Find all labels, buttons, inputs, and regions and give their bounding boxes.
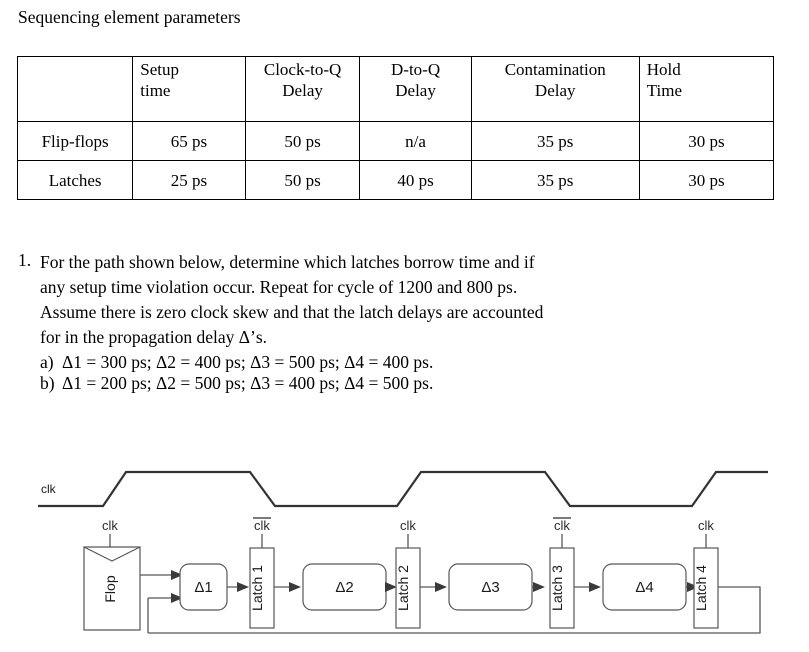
header-cell-clock-to-q-delay: Clock-to-Q Delay xyxy=(244,56,361,122)
delay-block-4[interactable]: Δ4 xyxy=(602,563,687,611)
header-cell-blank xyxy=(16,56,134,122)
flop-clk-label: clk xyxy=(102,518,118,533)
latch4-box[interactable] xyxy=(693,547,719,629)
subitem-label: a) xyxy=(40,352,54,372)
delay-block-3[interactable]: Δ3 xyxy=(448,563,533,611)
latch-block-2[interactable]: clk Latch 2 xyxy=(395,518,421,629)
latch-block-4[interactable]: clk Latch 4 xyxy=(693,518,719,629)
arrow-icon xyxy=(385,582,397,592)
latch3-label: Latch 3 xyxy=(549,565,565,611)
wire-delay2-to-latch2 xyxy=(385,582,397,592)
header-cell-hold-time: Hold Time xyxy=(638,56,775,122)
row-label-latches: Latches xyxy=(16,160,134,200)
flop-block[interactable]: clk Flop xyxy=(83,518,141,631)
header-cell-contamination-delay: Contamination Delay xyxy=(470,56,640,122)
wire-delay1-to-latch1 xyxy=(227,582,249,592)
wire-latch3-to-delay4 xyxy=(574,582,601,592)
question-block: 1. For the path shown below, determine w… xyxy=(18,250,778,394)
latch3-box[interactable] xyxy=(549,547,575,629)
cell-latches-hold-time: 30 ps xyxy=(638,160,775,200)
question-body: For the path shown below, determine whic… xyxy=(40,250,778,394)
delay1-label: Δ1 xyxy=(194,579,212,596)
latch-block-1[interactable]: clk Latch 1 xyxy=(249,517,275,629)
latch3-clk-label: clk xyxy=(554,518,570,533)
table-row: Latches 25 ps 50 ps 40 ps 35 ps 30 ps xyxy=(16,160,775,200)
question-subitems: a) Δ1 = 300 ps; Δ2 = 400 ps; Δ3 = 500 ps… xyxy=(40,352,778,394)
header-line: time xyxy=(140,81,171,100)
clock-waveform-label: clk xyxy=(41,482,57,496)
latch1-label: Latch 1 xyxy=(249,565,265,611)
subitem-label: b) xyxy=(40,373,55,393)
header-line: Contamination xyxy=(504,60,606,79)
feedback-wire xyxy=(148,586,761,634)
table-header-row: Setup time Clock-to-Q Delay D-to-Q Delay… xyxy=(16,56,775,122)
question-line: for in the propagation delay Δ’s. xyxy=(40,327,268,347)
latch4-label: Latch 4 xyxy=(693,565,709,611)
arrow-icon xyxy=(237,582,249,592)
header-line: Delay xyxy=(395,81,436,100)
header-line: Delay xyxy=(534,81,576,100)
cell-flip-flops-setup-time: 65 ps xyxy=(132,121,246,161)
wire-latch2-to-delay3 xyxy=(420,582,447,592)
header-line: D-to-Q xyxy=(391,60,441,79)
clock-waveform: clk xyxy=(38,470,768,508)
cell-latches-clock-to-q-delay: 50 ps xyxy=(244,160,361,200)
header-line: Clock-to-Q xyxy=(263,60,342,79)
sequencing-parameters-table: Setup time Clock-to-Q Delay D-to-Q Delay… xyxy=(16,56,775,200)
feedback-path xyxy=(148,586,761,634)
header-line: Delay xyxy=(282,81,323,100)
arrow-icon xyxy=(435,582,447,592)
cell-flip-flops-clock-to-q-delay: 50 ps xyxy=(244,121,361,161)
delay-block-1[interactable]: Δ1 xyxy=(179,563,228,611)
latch-block-3[interactable]: clk Latch 3 xyxy=(549,517,575,629)
page-title: Sequencing element parameters xyxy=(18,7,241,27)
subitem-b: b) Δ1 = 200 ps; Δ2 = 500 ps; Δ3 = 400 ps… xyxy=(40,373,778,394)
latch1-clk-label: clk xyxy=(254,518,270,533)
arrow-icon xyxy=(687,582,699,592)
latch2-box[interactable] xyxy=(395,547,421,629)
cell-latches-setup-time: 25 ps xyxy=(132,160,246,200)
subitem-text: Δ1 = 300 ps; Δ2 = 400 ps; Δ3 = 500 ps; Δ… xyxy=(62,352,434,372)
latch1-box[interactable] xyxy=(249,547,275,629)
row-label-flip-flops: Flip-flops xyxy=(16,121,134,161)
header-cell-setup-time: Setup time xyxy=(132,56,246,122)
cell-latches-contamination-delay: 35 ps xyxy=(470,160,640,200)
cell-flip-flops-d-to-q-delay: n/a xyxy=(359,121,472,161)
question-line: any setup time violation occur. Repeat f… xyxy=(40,277,518,297)
delay3-label: Δ3 xyxy=(481,579,499,596)
arrow-icon xyxy=(171,593,183,603)
subitem-a: a) Δ1 = 300 ps; Δ2 = 400 ps; Δ3 = 500 ps… xyxy=(40,352,778,373)
arrow-icon xyxy=(171,570,183,580)
timing-path-figure: clk clk Flop Δ1 clk xyxy=(0,432,809,652)
flop-label: Flop xyxy=(102,575,118,602)
cell-flip-flops-contamination-delay: 35 ps xyxy=(470,121,640,161)
question-line: For the path shown below, determine whic… xyxy=(40,252,535,272)
clock-waveform-trace xyxy=(38,470,768,508)
flop-box[interactable] xyxy=(83,546,141,631)
header-line: Time xyxy=(646,81,683,100)
flop-clock-edge-notch-icon xyxy=(83,546,141,562)
header-cell-d-to-q-delay: D-to-Q Delay xyxy=(359,56,472,122)
question-line: Assume there is zero clock skew and that… xyxy=(40,302,544,322)
latch2-label: Latch 2 xyxy=(395,565,411,611)
wire-latch1-to-delay2 xyxy=(274,582,301,592)
question-number: 1. xyxy=(18,250,32,270)
delay4-label: Δ4 xyxy=(635,579,653,596)
arrow-icon xyxy=(589,582,601,592)
cell-latches-d-to-q-delay: 40 ps xyxy=(359,160,472,200)
delay2-label: Δ2 xyxy=(335,579,353,596)
header-line: Hold xyxy=(646,60,681,79)
latch2-clk-label: clk xyxy=(400,518,416,533)
delay-block-2[interactable]: Δ2 xyxy=(302,563,387,611)
arrow-icon xyxy=(289,582,301,592)
wire-delay3-to-latch3 xyxy=(532,582,545,592)
cell-flip-flops-hold-time: 30 ps xyxy=(638,121,775,161)
table-row: Flip-flops 65 ps 50 ps n/a 35 ps 30 ps xyxy=(16,121,775,161)
subitem-text: Δ1 = 200 ps; Δ2 = 500 ps; Δ3 = 400 ps; Δ… xyxy=(62,373,434,393)
arrow-icon xyxy=(533,582,545,592)
header-line: Setup xyxy=(140,60,179,79)
flop-output-wires xyxy=(140,570,183,633)
wire-delay4-to-latch4 xyxy=(686,582,699,592)
latch4-clk-label: clk xyxy=(698,518,714,533)
